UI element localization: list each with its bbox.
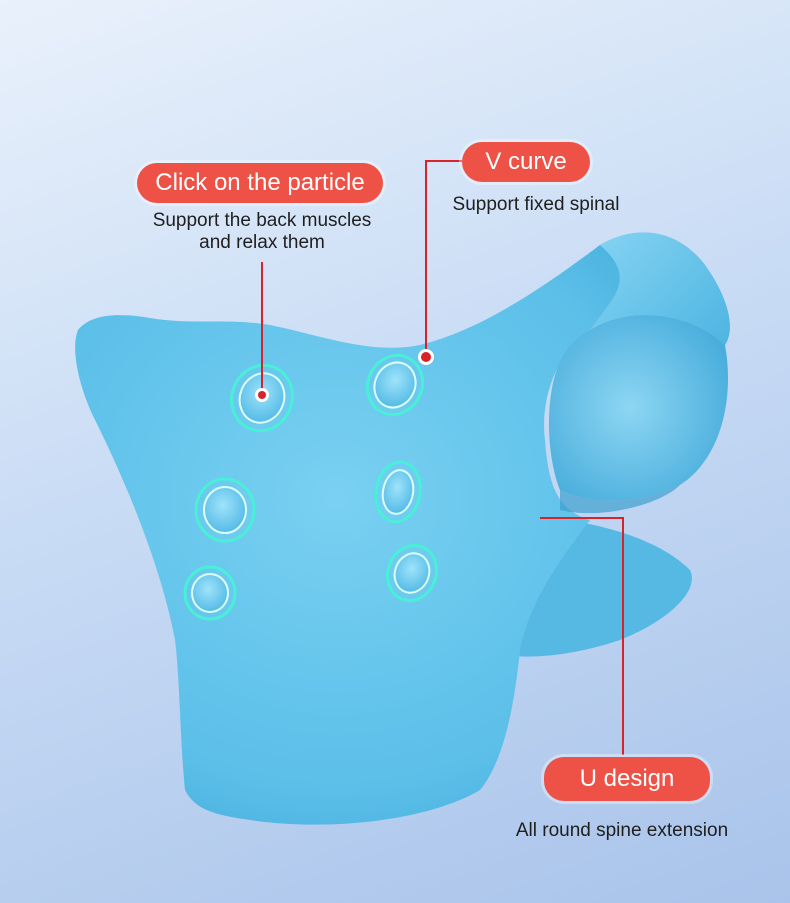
- anchor-dots: [255, 349, 434, 402]
- v-curve-leader: [425, 160, 462, 355]
- u-design-label: U design: [579, 765, 675, 792]
- particle-3: [194, 477, 256, 543]
- leader-lines: [261, 160, 624, 755]
- u-design-caption: All round spine extension: [515, 820, 729, 841]
- particle-label: Click on the particle: [155, 169, 365, 196]
- particle-caption: Support the back muscles and relax them: [132, 210, 392, 254]
- v-curve-label: V curve: [485, 148, 567, 175]
- particle-label-pill: Click on the particle: [137, 163, 383, 203]
- particle-caption-line2: and relax them: [199, 232, 325, 253]
- pillow-u-cavity: [548, 314, 728, 501]
- u-design-leader: [540, 517, 624, 755]
- v-curve-caption: Support fixed spinal: [452, 194, 620, 215]
- u-design-label-pill: U design: [544, 757, 710, 801]
- v-curve-label-pill: V curve: [462, 142, 590, 182]
- particle-6: [385, 543, 439, 603]
- particle-caption-line1: Support the back muscles: [152, 210, 372, 231]
- massage-particles: [183, 354, 439, 621]
- particle-4: [374, 460, 422, 524]
- pillow-top-curl: [590, 232, 730, 345]
- particle-2: [365, 354, 425, 416]
- particle-5: [183, 565, 237, 621]
